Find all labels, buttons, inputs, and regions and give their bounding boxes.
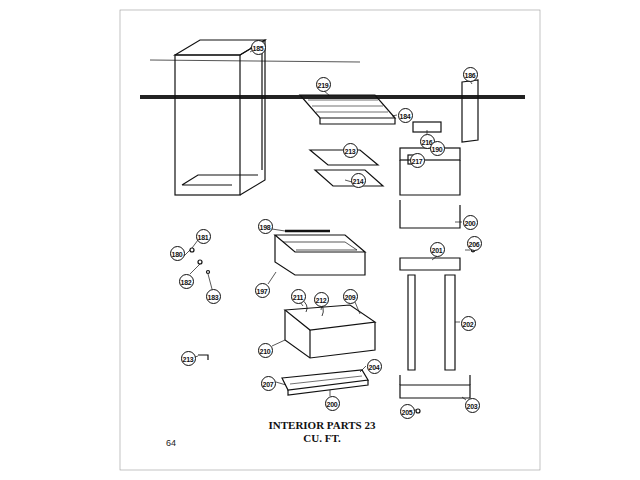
callout-number: 190 [430,141,445,156]
callout-number: 211 [291,289,306,304]
callout-number: 200 [463,215,478,230]
callout-number: 204 [367,359,382,374]
callout-number: 212 [314,292,329,307]
callout-number: 206 [467,236,482,251]
callout-number: 185 [251,40,266,55]
callout-number: 201 [430,242,445,257]
callout-number: 207 [261,376,276,391]
diagram-title: INTERIOR PARTS 23 CU. FT. [267,419,377,445]
callout-number: 180 [170,246,185,261]
callout-number: 213 [343,143,358,158]
callout-number: 197 [255,283,270,298]
callout-number: 203 [465,398,480,413]
callout-number: 198 [258,219,273,234]
callout-number: 182 [179,274,194,289]
callout-number: 184 [398,108,413,123]
page-number: 64 [166,438,176,448]
callout-number: 183 [206,289,221,304]
callout-number: 202 [461,316,476,331]
callout-number: 219 [316,77,331,92]
callout-number: 210 [258,343,273,358]
callout-number: 200 [325,396,340,411]
callout-number: 205 [400,404,415,419]
callout-number: 213 [181,351,196,366]
callout-number: 181 [196,229,211,244]
callout-number: 214 [351,173,366,188]
callout-number: 217 [410,153,425,168]
callout-number: 186 [463,67,478,82]
callout-number: 209 [343,289,358,304]
